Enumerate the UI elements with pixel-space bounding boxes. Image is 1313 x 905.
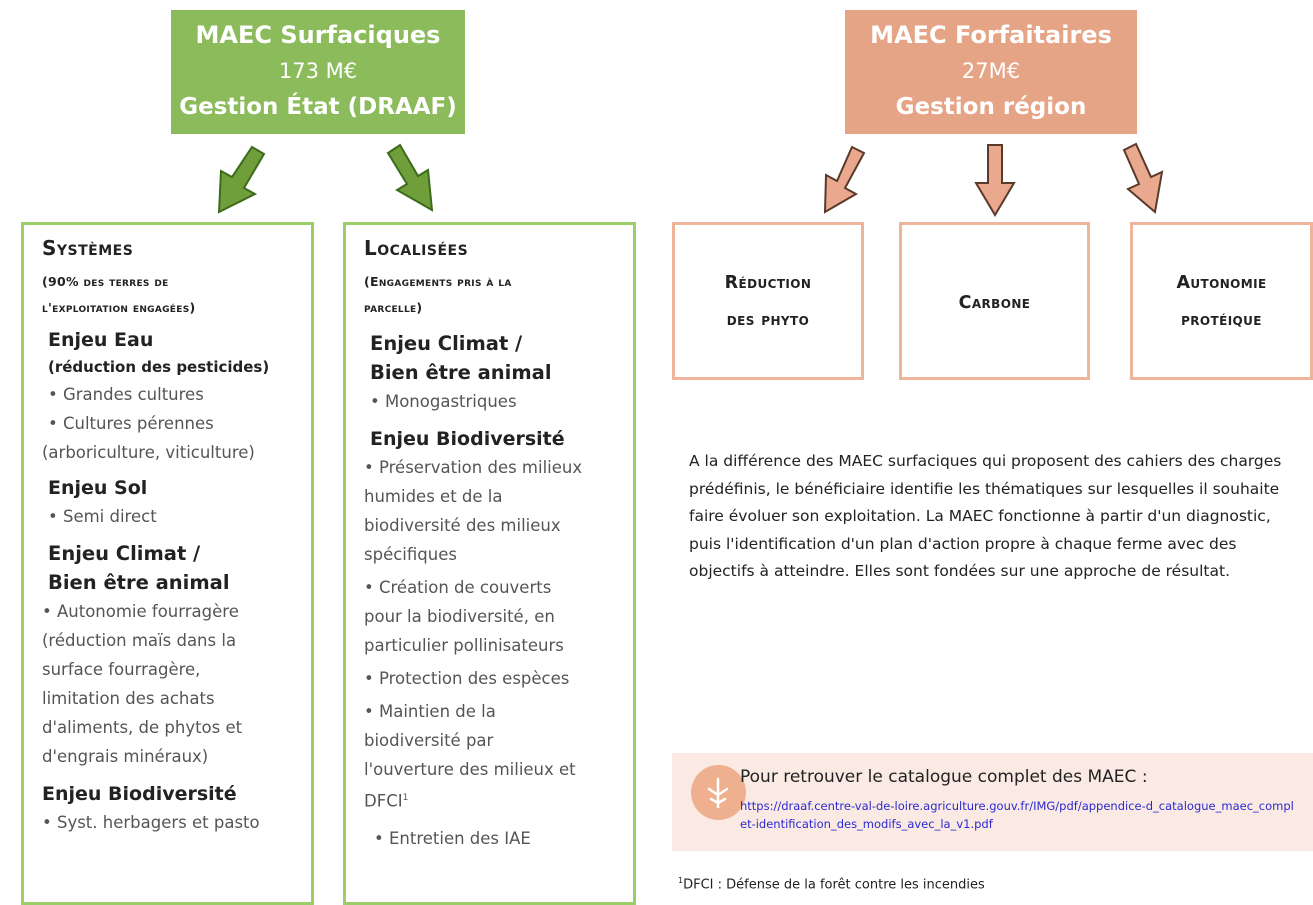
list-item-cont: biodiversité des milieux — [364, 516, 561, 535]
list-item: • Entretien des IAE — [374, 828, 531, 848]
catalogue-band: Pour retrouver le catalogue complet des … — [672, 753, 1313, 851]
list-item: • Maintien de la — [364, 702, 496, 721]
autonomie-proteique-box: Autonomie protéique — [1130, 222, 1313, 380]
maec-surfaciques-header: MAEC Surfaciques 173 M€ Gestion État (DR… — [171, 10, 465, 134]
footnote: 1DFCI : Défense de la forêt contre les i… — [678, 876, 985, 892]
list-item: • Cultures pérennes — [48, 414, 214, 433]
catalogue-link[interactable]: https://draaf.centre-val-de-loire.agricu… — [740, 799, 1294, 831]
list-item: • Syst. herbagers et pasto — [42, 813, 260, 832]
list-item-cont: spécifiques — [364, 545, 457, 564]
list-item: • Autonomie fourragère — [42, 602, 239, 621]
enjeu-climat-title: Enjeu Climat / — [48, 542, 201, 565]
list-item: • Semi direct — [48, 507, 157, 526]
list-item-cont: (arboriculture, viticulture) — [42, 443, 255, 462]
header-title: MAEC Forfaitaires — [870, 21, 1112, 49]
description-paragraph: A la différence des MAEC surfaciques qui… — [689, 452, 1282, 580]
systemes-subtitle-cont: l'exploitation engagées) — [42, 300, 196, 315]
list-item-cont: surface fourragère, — [42, 660, 201, 679]
box-label: Carbone — [958, 293, 1031, 313]
list-item-cont: limitation des achats — [42, 689, 215, 708]
list-item: • Grandes cultures — [48, 385, 204, 404]
box-label: Réduction — [724, 273, 812, 293]
enjeu-climat-title: Enjeu Climat / — [370, 332, 523, 355]
list-item-cont: DFCI1 — [364, 784, 633, 816]
carbone-box: Carbone — [899, 222, 1090, 380]
header-management: Gestion État (DRAAF) — [179, 94, 457, 120]
dfci-label: DFCI — [364, 791, 403, 811]
bulb-icon — [691, 765, 746, 820]
arrow-to-reduction-phyto — [823, 145, 866, 214]
systemes-subtitle: (90% des terres de — [42, 274, 169, 289]
list-item: • Protection des espèces — [364, 669, 570, 688]
localisees-subtitle-cont: parcelle) — [364, 300, 423, 315]
arrow-to-localisees — [386, 143, 434, 212]
box-label-cont: protéique — [1181, 310, 1262, 330]
list-item-cont: pour la biodiversité, en — [364, 607, 555, 626]
list-item-cont: humides et de la — [364, 487, 503, 506]
maec-forfaitaires-header: MAEC Forfaitaires 27M€ Gestion région — [845, 10, 1137, 134]
localisees-box: Localisées (Engagements pris à la parcel… — [343, 222, 636, 905]
systemes-box: Systèmes (90% des terres de l'exploitati… — [21, 222, 314, 905]
list-item-cont: (réduction maïs dans la — [42, 631, 237, 650]
enjeu-eau-title: Enjeu Eau — [48, 329, 154, 351]
enjeu-eau-subtitle: (réduction des pesticides) — [48, 358, 270, 376]
arrow-to-carbone — [974, 144, 1016, 217]
catalogue-title: Pour retrouver le catalogue complet des … — [740, 767, 1148, 787]
enjeu-sol-title: Enjeu Sol — [48, 477, 148, 499]
list-item-cont: particulier pollinisateurs — [364, 636, 564, 655]
list-item-cont: d'engrais minéraux) — [42, 747, 209, 766]
arrow-to-systemes — [217, 145, 266, 214]
enjeu-climat-title-cont: Bien être animal — [48, 571, 230, 594]
header-budget: 27M€ — [961, 59, 1021, 83]
footnote-number: 1 — [678, 876, 684, 885]
footnote-ref: 1 — [402, 793, 409, 803]
list-item-cont: d'aliments, de phytos et — [42, 718, 243, 737]
footnote-text: DFCI : Défense de la forêt contre les in… — [683, 877, 985, 893]
enjeu-biodiversite-title: Enjeu Biodiversité — [370, 428, 565, 450]
list-item: • Préservation des milieux — [364, 458, 583, 477]
arrow-to-autonomie — [1122, 142, 1164, 214]
list-item-cont: biodiversité par — [364, 731, 494, 750]
reduction-phyto-box: Réduction des phyto — [672, 222, 864, 380]
enjeu-climat-title-cont: Bien être animal — [370, 361, 552, 384]
localisees-title: Localisées — [364, 236, 469, 260]
header-title: MAEC Surfaciques — [195, 21, 441, 49]
enjeu-biodiversite-title: Enjeu Biodiversité — [42, 783, 237, 805]
header-management: Gestion région — [895, 94, 1087, 120]
list-item-cont: l'ouverture des milieux et — [364, 760, 576, 779]
list-item: • Monogastriques — [370, 392, 517, 411]
header-budget: 173 M€ — [278, 59, 358, 83]
box-label-cont: des phyto — [726, 310, 810, 330]
systemes-title: Systèmes — [42, 236, 134, 260]
localisees-subtitle: (Engagements pris à la — [364, 274, 512, 289]
box-label: Autonomie — [1176, 273, 1267, 293]
list-item: • Création de couverts — [364, 578, 552, 597]
